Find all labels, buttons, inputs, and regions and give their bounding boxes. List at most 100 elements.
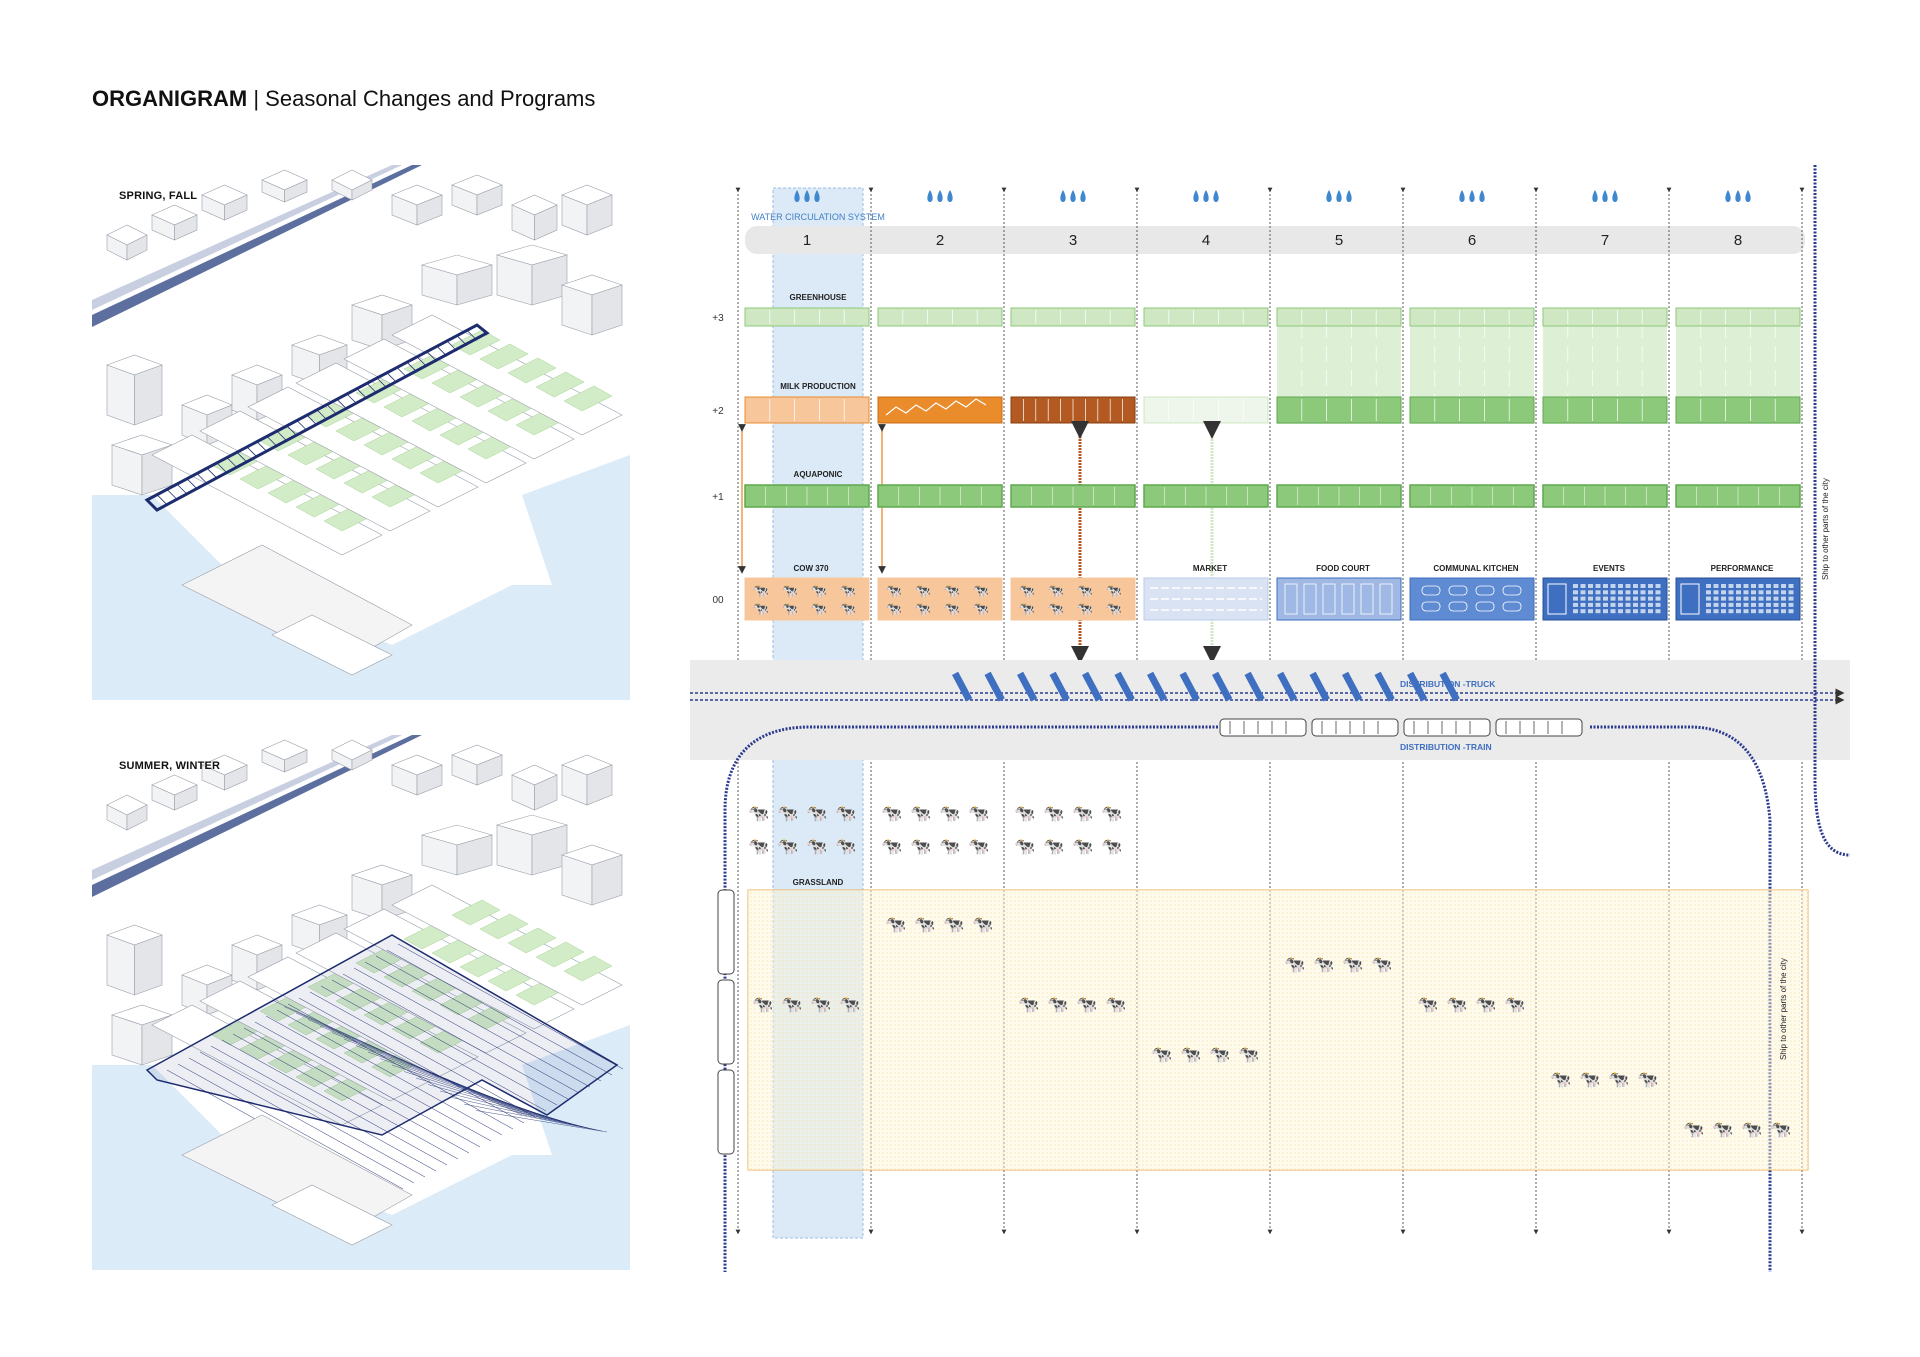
distribution-train-label: DISTRIBUTION -TRAIN: [1400, 742, 1492, 752]
level-label: MILK PRODUCTION: [780, 382, 856, 391]
canopy-grid: [188, 1057, 415, 1184]
canopy-grid: [287, 1003, 514, 1130]
cow-icon: 🐄: [914, 915, 935, 935]
seat: [1743, 596, 1749, 601]
truck-icon: [1407, 671, 1428, 702]
canopy-grid: [199, 1051, 426, 1178]
milk-production-module: [1143, 396, 1269, 424]
level-tag: +2: [712, 406, 724, 417]
seat: [1573, 602, 1578, 607]
level-label: GREENHOUSE: [790, 293, 848, 302]
cow-icon: 🐄: [1077, 584, 1093, 599]
seat: [1743, 590, 1749, 595]
cow-icon: 🐄: [1151, 1045, 1172, 1065]
cow-icon: 🐄: [944, 602, 960, 617]
seat: [1655, 584, 1661, 588]
seat: [1618, 609, 1623, 614]
water-drop-icon: [1602, 190, 1608, 202]
seat: [1736, 596, 1741, 601]
cow-icon: 🐄: [968, 804, 989, 824]
axonometric-spring-fall: SPRING, FALL: [92, 165, 630, 700]
truck-icon: [1179, 671, 1200, 702]
canopy-grid: [276, 1009, 503, 1136]
column-number: 4: [1202, 232, 1210, 249]
canopy-truss: [336, 399, 348, 410]
greenhouse-module: [1143, 307, 1269, 327]
canopy-grid: [221, 1039, 448, 1166]
water-drop-icon: [1612, 190, 1618, 202]
cow-icon: 🐄: [753, 602, 769, 617]
cow-icon: 🐄: [1475, 995, 1496, 1015]
season-label: SUMMER, WINTER: [119, 760, 221, 772]
cow-icon: 🐄: [752, 995, 773, 1015]
seat: [1610, 584, 1616, 588]
truck-icon: [1374, 671, 1395, 702]
canopy-truss: [316, 409, 328, 421]
cow-icon: 🐄: [1019, 584, 1035, 599]
seat: [1728, 609, 1734, 614]
seat: [1773, 584, 1779, 588]
seat: [1588, 602, 1593, 607]
program-label: MARKET: [1193, 564, 1227, 573]
cow-icon: 🐄: [1417, 995, 1438, 1015]
cow-icon: 🐄: [886, 602, 902, 617]
canopy-truss: [176, 483, 188, 495]
seat: [1766, 584, 1771, 588]
grass-strip: [563, 955, 613, 982]
seat: [1610, 609, 1616, 614]
building: [224, 764, 248, 791]
seat: [1603, 584, 1608, 588]
train-wagon: [1219, 718, 1307, 737]
seat: [1721, 602, 1726, 607]
title-bold: ORGANIGRAM: [92, 86, 248, 111]
canopy-truss: [426, 351, 438, 362]
canopy-grid: [177, 1063, 404, 1190]
program-label: COMMUNAL KITCHEN: [1433, 564, 1518, 573]
ground-program-cows: [744, 577, 870, 621]
canopy-truss: [376, 377, 388, 389]
cow-icon: 🐄: [1014, 837, 1035, 857]
cow-icon: 🐄: [939, 804, 960, 824]
kitchen-table: [1502, 601, 1522, 612]
train-wagon: [1403, 718, 1491, 737]
kitchen-table: [1448, 585, 1468, 596]
cow-icon: 🐄: [886, 584, 902, 599]
food-stall: [1303, 583, 1317, 615]
seat: [1728, 602, 1734, 607]
grass-strip: [535, 371, 585, 398]
cow-icon: 🐄: [840, 584, 856, 599]
seat: [1603, 609, 1608, 614]
kitchen-table: [1475, 585, 1495, 596]
seat: [1580, 590, 1586, 595]
building: [416, 764, 443, 796]
seat: [1655, 602, 1661, 607]
greenhouse-module: [877, 307, 1003, 327]
seat: [1610, 596, 1616, 601]
seat: [1766, 596, 1771, 601]
canopy-truss: [326, 404, 338, 415]
seat: [1706, 609, 1711, 614]
column-number: 7: [1601, 232, 1609, 249]
cow-icon: 🐄: [840, 602, 856, 617]
seat: [1743, 584, 1749, 588]
building: [126, 234, 148, 261]
greenhouse-module: [1409, 307, 1535, 327]
building: [351, 749, 373, 771]
seat: [1655, 590, 1661, 595]
seat: [1758, 602, 1764, 607]
canopy-truss: [446, 340, 458, 352]
pier: [391, 884, 623, 1006]
canopy-truss: [236, 452, 248, 463]
cow-icon: 🐄: [1683, 1120, 1704, 1140]
water-drop-icon: [1336, 190, 1342, 202]
column-number: 2: [936, 232, 944, 249]
cow-icon: 🐄: [806, 837, 827, 857]
water-drop-icon: [1080, 190, 1086, 202]
milk-production-module: [1276, 396, 1402, 424]
cow-icon: 🐄: [753, 584, 769, 599]
seat: [1648, 609, 1653, 614]
seat: [1595, 596, 1601, 601]
canopy-grid: [375, 955, 602, 1082]
canopy-grid: [243, 1027, 470, 1154]
seat: [1773, 596, 1779, 601]
